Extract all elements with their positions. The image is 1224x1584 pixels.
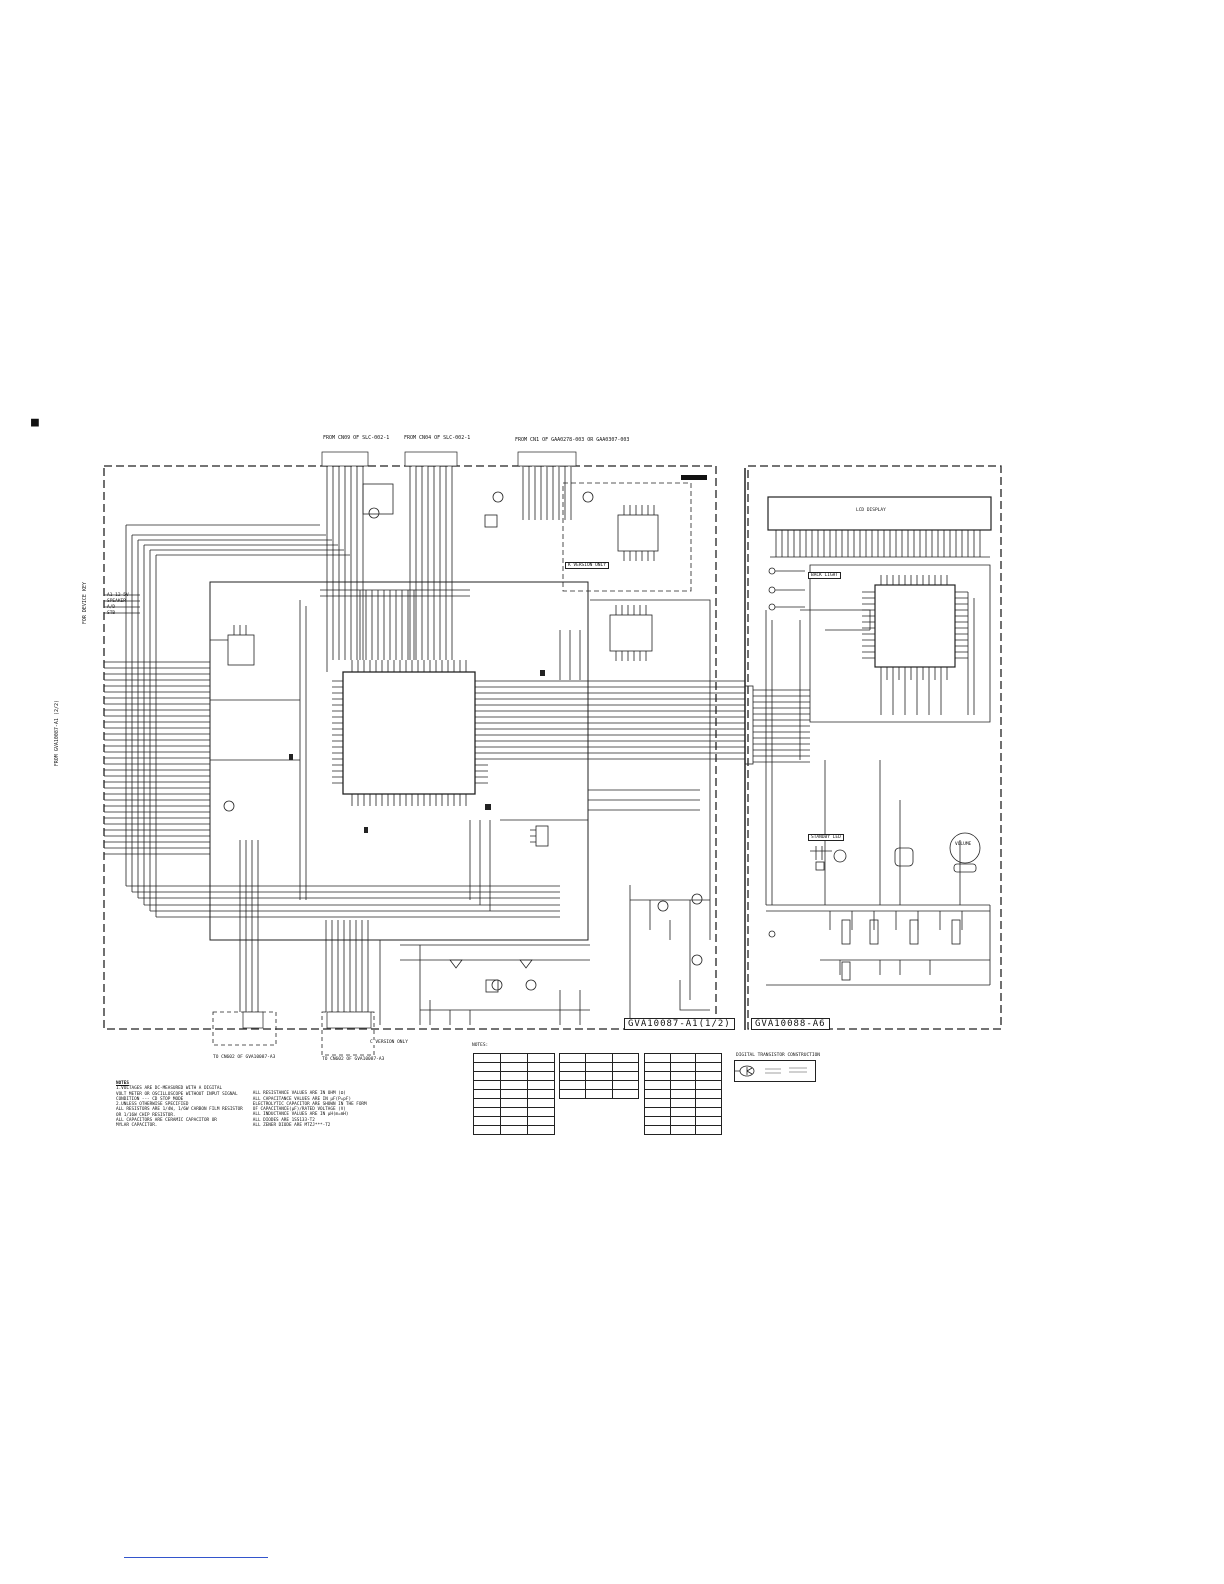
- note-line: ALL DIODES ARE 1SS133-T2: [252, 1117, 315, 1123]
- note-line: ALL INDUCTANCE VALUES ARE IN μH(m=mH): [252, 1112, 349, 1118]
- footer-rule: [124, 1557, 268, 1558]
- note-line: ALL CAPACITORS ARE CERAMIC CAPACITOR OR: [116, 1118, 217, 1124]
- k-version-label: K VERSION ONLY: [565, 562, 609, 569]
- top-label-2: FROM CN04 OF SLC-002-1: [404, 435, 471, 441]
- left-connector-pin-3: A/D: [107, 605, 116, 610]
- left-connector-pin-2: SPEAKER: [107, 599, 126, 604]
- transistor-symbol-icon: [735, 1065, 807, 1077]
- note-line: ALL RESISTORS ARE 1/4W, 1/6W CARBON FILM…: [116, 1107, 243, 1113]
- standby-led-label: STANDBY LED: [808, 834, 844, 841]
- version-table-1: [473, 1053, 555, 1135]
- note-line: ELECTROLYTIC CAPACITOR ARE SHOWN IN THE …: [252, 1101, 367, 1107]
- notes-short-label: NOTES:: [472, 1043, 489, 1048]
- backlight-label: BACK LIGHT: [808, 572, 842, 579]
- version-table-3: [644, 1053, 722, 1135]
- version-table-2: [558, 1053, 640, 1099]
- c-version-label: C VERSION ONLY: [368, 1040, 410, 1045]
- bottom-label-2: TO CN602 OF GVA10087-A3: [322, 1057, 385, 1062]
- top-right-tag: [681, 475, 707, 480]
- note-line: OF CAPACITANCE(μF)/RATED VOLTAGE (V): [252, 1107, 346, 1113]
- note-line: ALL RESISTANCE VALUES ARE IN OHM (Ω): [252, 1091, 346, 1097]
- note-line: ALL ZENER DIODE ARE MTZJ***-T2: [252, 1123, 331, 1129]
- note-line: 2.UNLESS OTHERWISE SPECIFIED: [116, 1102, 189, 1108]
- sub-board-label: GVA10088-A6: [751, 1018, 830, 1030]
- digital-transistor-title: DIGITAL TRANSISTOR CONSTRUCTION: [736, 1053, 820, 1058]
- top-label-1: FROM CN09 OF SLC-002-1: [323, 435, 390, 441]
- notes-left-column: 1.VOLTAGES ARE DC-MEASURED WITH A DIGITA…: [116, 1086, 243, 1128]
- lcd-display-label: LCD DISPLAY: [854, 508, 888, 513]
- note-line: OR 1/16W CHIP RESISTOR.: [116, 1112, 176, 1118]
- note-line: ALL CAPACITANCE VALUES ARE IN μF(P=pF): [252, 1096, 352, 1102]
- section-marker: ■: [31, 415, 39, 430]
- digital-transistor-box: [734, 1060, 816, 1082]
- note-line: CONDITION --- CD STOP MODE: [116, 1096, 184, 1102]
- notes-heading: NOTES: [116, 1081, 129, 1086]
- left-connector-pin-1: A1 12 5V: [107, 593, 129, 598]
- volume-label: VOLUME: [955, 842, 972, 847]
- bottom-label-1: TO CN602 OF GVA10087-A3: [213, 1055, 276, 1060]
- note-line: 1.VOLTAGES ARE DC-MEASURED WITH A DIGITA…: [116, 1086, 223, 1092]
- note-line: MYLAR CAPACITOR.: [116, 1123, 158, 1129]
- main-board-label: GVA10087-A1(1/2): [624, 1018, 735, 1030]
- notes-block: NOTES 1.VOLTAGES ARE DC-MEASURED WITH A …: [116, 1081, 367, 1129]
- note-line: VOLT METER OR OSCILLOSCOPE WITHOUT INPUT…: [116, 1091, 238, 1097]
- notes-right-column: ALL RESISTANCE VALUES ARE IN OHM (Ω) ALL…: [253, 1086, 367, 1128]
- top-label-3: FROM CN1 OF GAA0278-003 OR GAA0307-003: [515, 437, 630, 443]
- left-connector-pin-4: STB: [107, 611, 116, 616]
